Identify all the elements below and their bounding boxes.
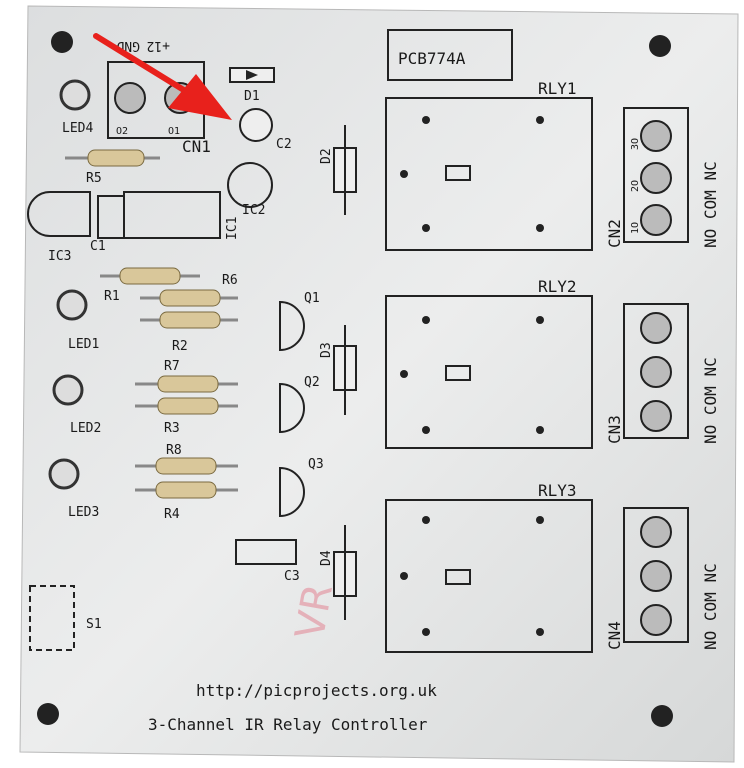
svg-text:3O: 3O xyxy=(630,138,641,150)
svg-text:D3: D3 xyxy=(319,342,334,358)
svg-text:2O: 2O xyxy=(630,180,641,192)
switch-s1: S1 xyxy=(29,585,102,651)
svg-text:CN1: CN1 xyxy=(182,137,211,156)
part-number-box xyxy=(387,29,513,81)
svg-text:C3: C3 xyxy=(284,569,300,584)
svg-text:D2: D2 xyxy=(319,148,334,164)
svg-text:Q1: Q1 xyxy=(304,291,320,306)
svg-text:R7: R7 xyxy=(164,359,180,374)
terminal-block-cn2: CN2 NO COM NC 1O 2O 3O xyxy=(605,107,720,248)
resistors: R5 R1 R6 R2 R7 R3 R8 R4 xyxy=(65,149,238,522)
svg-text:R8: R8 xyxy=(166,443,182,458)
capacitors: C1 C2 C3 xyxy=(90,108,300,584)
svg-text:CN4: CN4 xyxy=(605,621,624,650)
svg-text:NO COM NC: NO COM NC xyxy=(701,357,720,444)
ics: IC1 IC2 IC3 xyxy=(27,162,273,264)
svg-text:O2: O2 xyxy=(116,126,128,137)
svg-text:S1: S1 xyxy=(86,617,102,632)
terminal-block-cn4: CN4 NO COM NC xyxy=(605,507,720,650)
mounting-holes xyxy=(37,31,673,727)
svg-text:R1: R1 xyxy=(104,289,120,304)
svg-text:LED3: LED3 xyxy=(68,505,99,520)
relay-3: RLY3 xyxy=(385,481,593,653)
svg-text:CN2: CN2 xyxy=(605,219,624,248)
svg-text:Q3: Q3 xyxy=(308,457,324,472)
leds: LED4 LED1 LED2 LED3 xyxy=(48,79,101,520)
svg-text:IC3: IC3 xyxy=(48,249,71,264)
svg-text:Q2: Q2 xyxy=(304,375,320,390)
svg-text:D1: D1 xyxy=(244,89,260,104)
terminal-block-cn3: CN3 NO COM NC xyxy=(605,303,720,444)
svg-text:R4: R4 xyxy=(164,507,180,522)
svg-text:1O: 1O xyxy=(630,222,641,234)
svg-text:LED2: LED2 xyxy=(70,421,101,436)
svg-text:RLY1: RLY1 xyxy=(538,79,577,98)
board-url: http://picprojects.org.uk xyxy=(196,681,437,700)
svg-text:RLY2: RLY2 xyxy=(538,277,577,296)
handwritten-mark: VR xyxy=(287,580,342,642)
board-outline xyxy=(19,5,739,763)
relay-1: RLY1 xyxy=(385,79,593,251)
transistors: Q1 Q2 Q3 xyxy=(279,291,324,518)
relay-2: RLY2 xyxy=(385,277,593,449)
part-number: PCB774A xyxy=(398,49,466,68)
diodes: D1 D2 D3 D4 xyxy=(229,67,357,620)
svg-text:NO COM NC: NO COM NC xyxy=(701,563,720,650)
svg-text:C1: C1 xyxy=(90,239,106,254)
svg-text:LED4: LED4 xyxy=(62,121,93,136)
svg-text:R2: R2 xyxy=(172,339,188,354)
red-arrow-icon xyxy=(93,33,232,120)
svg-text:LED1: LED1 xyxy=(68,337,99,352)
svg-text:IC2: IC2 xyxy=(242,203,265,218)
board-title: 3-Channel IR Relay Controller xyxy=(148,715,428,734)
svg-text:R5: R5 xyxy=(86,171,102,186)
svg-text:D4: D4 xyxy=(319,550,334,566)
svg-text:NO COM NC: NO COM NC xyxy=(701,161,720,248)
svg-text:+12: +12 xyxy=(147,38,170,53)
svg-text:IC1: IC1 xyxy=(225,217,240,240)
svg-text:RLY3: RLY3 xyxy=(538,481,577,500)
svg-text:R6: R6 xyxy=(222,273,238,288)
svg-text:R3: R3 xyxy=(164,421,180,436)
svg-text:CN3: CN3 xyxy=(605,415,624,444)
svg-text:O1: O1 xyxy=(168,126,180,137)
svg-text:C2: C2 xyxy=(276,137,292,152)
